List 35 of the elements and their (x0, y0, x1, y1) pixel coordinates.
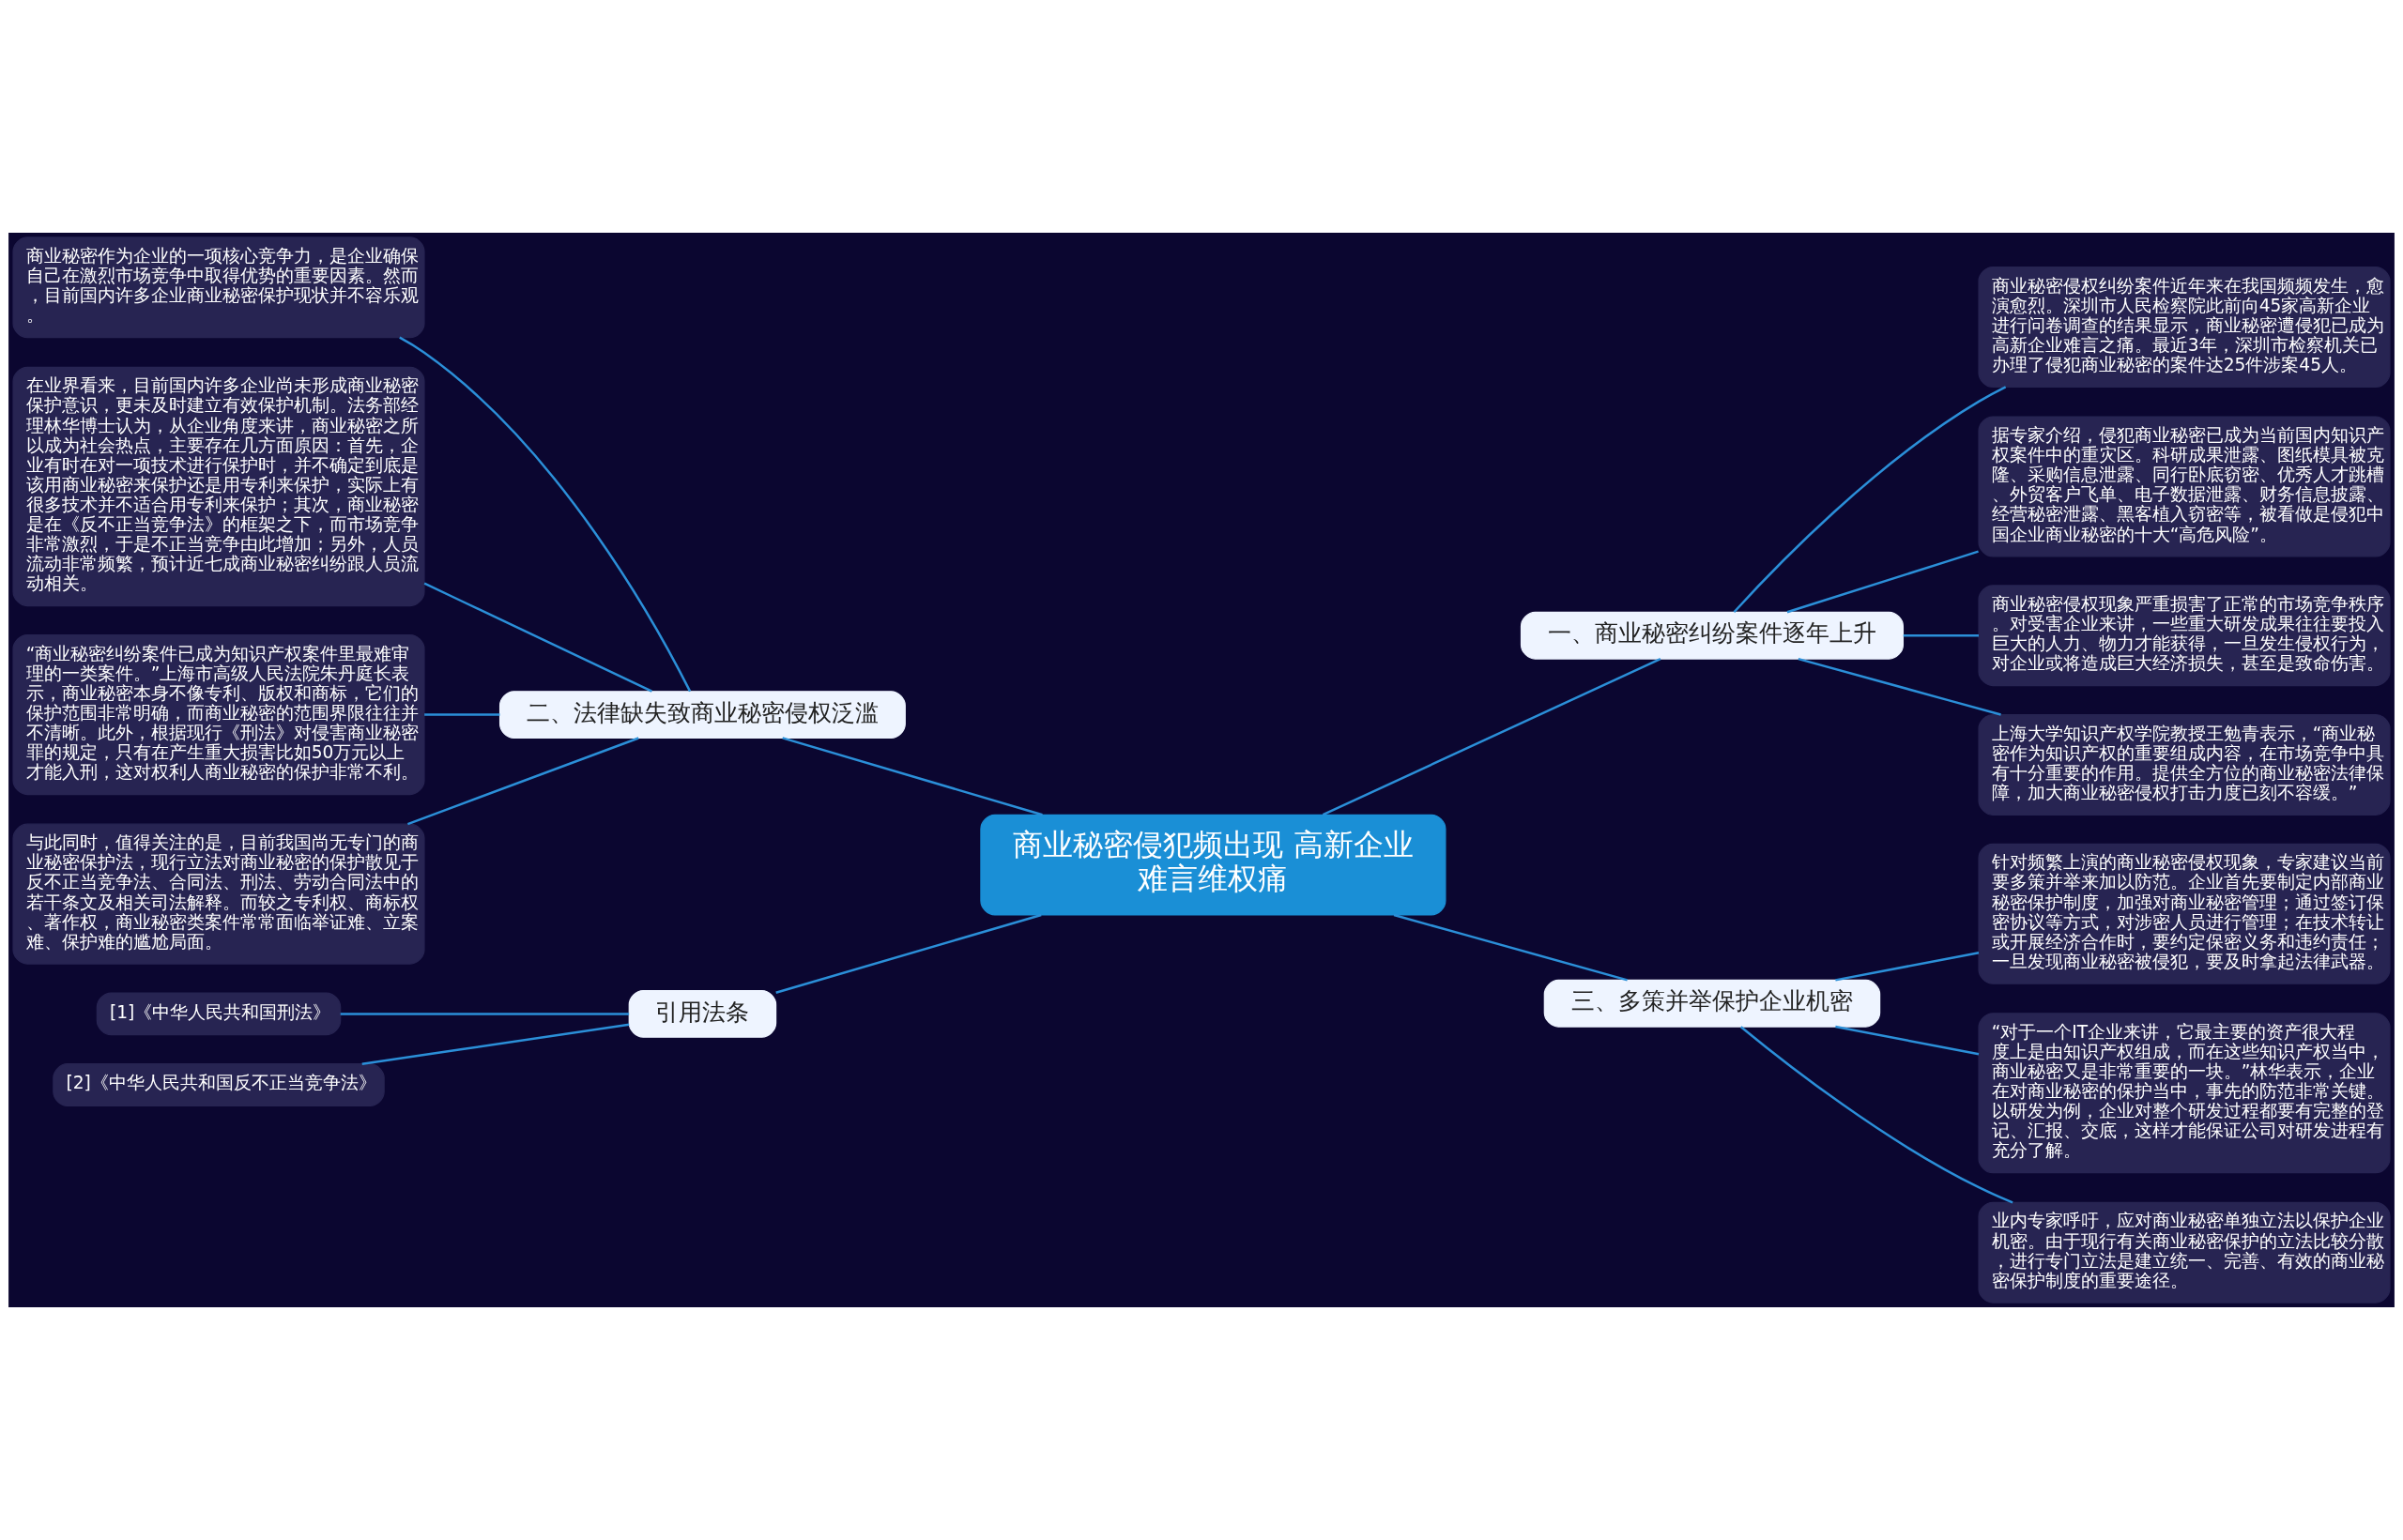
connector (340, 1013, 630, 1015)
connector (1835, 952, 1980, 982)
node-box: 商业秘密侵权纠纷案件近年来在我国频频发生，愈演愈烈。深圳市人民检察院此前向45家高新企业进行问卷调查的结果显示，商业秘密遭侵犯已成为高新企业难言之痛。最近3年，深圳市检察机关已办理了侵犯商业秘密的案件达25件涉案45人。 (1978, 267, 2391, 388)
connector (1322, 657, 1661, 816)
connector (423, 582, 652, 693)
node-box: 上海大学知识产权学院教授王勉青表示，“商业秘密作为知识产权的重要组成内容，在市场竞争中具有十分重要的作用。提供全方位的商业秘密法律保障，加大商业秘密侵权打击力度已刻不容缓。” (1978, 713, 2391, 816)
connector (399, 336, 692, 693)
node-box: 商业秘密侵犯频出现 高新企业难言维权痛 (980, 814, 1446, 916)
node-box: 引用法条 (628, 989, 777, 1038)
node-box: 与此同时，值得关注的是，目前我国尚无专门的商业秘密保护法，现行立法对商业秘密的保护散见于反不正当竞争法、合同法、刑法、劳动合同法中的若干条文及相关司法解释。而较之专利权、商标权、著作权，商业秘密类案件常常面临举证难、立案难、保护难的尴尬局面。 (12, 823, 425, 965)
connector (775, 913, 1042, 994)
node-box: 二、法律缺失致商业秘密侵权泛滥 (498, 691, 906, 739)
node-box: [2]《中华人民共和国反不正当竞争法》 (53, 1063, 385, 1106)
node-box: 业内专家呼吁，应对商业秘密单独立法以保护企业机密。由于现行有关商业秘密保护的立法比较分散，进行专门立法是建立统一、完善、有效的商业秘密保护制度的重要途径。 (1978, 1201, 2391, 1304)
connector (1786, 550, 1979, 614)
connector (406, 737, 639, 826)
connector (361, 1023, 630, 1065)
node-box: 商业秘密侵权现象严重损害了正常的市场竞争秩序。对受害企业来讲，一些重大研发成果往往要投入巨大的人力、物力才能获得，一旦发生侵权行为，对企业或将造成巨大经济损失，甚至是致命伤害。 (1978, 585, 2391, 687)
node-box: 商业秘密作为企业的一项核心竞争力，是企业确保自己在激烈市场竞争中取得优势的重要因素。然而，目前国内许多企业商业秘密保护现状并不容乐观。 (12, 236, 425, 339)
node-box: 一、商业秘密纠纷案件逐年上升 (1520, 611, 1905, 660)
node-box: 在业界看来，目前国内许多企业尚未形成商业秘密保护意识，更未及时建立有效保护机制。法务部经理林华博士认为，从企业角度来讲，商业秘密之所以成为社会热点，主要存在几方面原因：首先，企业有时在对一项技术进行保护时，并不确定到底是该用商业秘密来保护还是用专利来保护，实际上有很多技术并不适合用专利来保护；其次，商业秘密是在《反不正当竞争法》的框架之下，而市场竞争非常激烈，于是不正当竞争由此增加；另外，人员流动非常频繁，预计近七成商业秘密纠纷跟人员流动相关。 (12, 366, 425, 607)
node-box: “商业秘密纠纷案件已成为知识产权案件里最难审理的一类案件。”上海市高级人民法院朱丹庭长表示，商业秘密本身不像专利、版权和商标，它们的保护范围非常明确，而商业秘密的范围界限往往并不清晰。此外，根据现行《刑法》对侵害商业秘密罪的规定，只有在产生重大损害比如50万元以上才能入刑，这对权利人商业秘密的保护非常不利。 (12, 634, 425, 796)
node-box: 三、多策并举保护企业机密 (1543, 979, 1881, 1028)
node-box: 针对频繁上演的商业秘密侵权现象，专家建议当前要多策并举来加以防范。企业首先要制定内部商业秘密保护制度，加强对商业秘密管理；通过签订保密协议等方式，对涉密人员进行管理；在技术转让或开展经济合作时，要约定保密义务和违约责任；一旦发现商业秘密被侵犯，要及时拿起法律武器。 (1978, 843, 2391, 984)
connector (424, 713, 500, 716)
node-box: 据专家介绍，侵犯商业秘密已成为当前国内知识产权案件中的重灾区。科研成果泄露、图纸模具被克隆、采购信息泄露、同行卧底窃密、优秀人才跳槽、外贸客户飞单、电子数据泄露、财务信息披露、经营秘密泄露、黑客植入窃密等，被看做是侵犯中国企业商业秘密的十大“高危风险”。 (1978, 416, 2391, 557)
connector (1903, 634, 1979, 637)
node-box: “对于一个IT企业来讲，它最主要的资产很大程度上是由知识产权组成，而在这些知识产权当中，商业秘密又是非常重要的一块。”林华表示，企业在对商业秘密的保护当中，事先的防范非常关键。以研发为例，企业对整个研发过程都要有完整的登记、汇报、交底，这样才能保证公司对研发进程有充分了解。 (1978, 1013, 2391, 1174)
connector (782, 737, 1043, 816)
node-box: [1]《中华人民共和国刑法》 (96, 992, 342, 1036)
connector (1733, 386, 2007, 614)
connector (1798, 657, 2001, 716)
connector (1393, 913, 1628, 982)
connector (1739, 1026, 2013, 1204)
connector (1835, 1025, 1980, 1056)
